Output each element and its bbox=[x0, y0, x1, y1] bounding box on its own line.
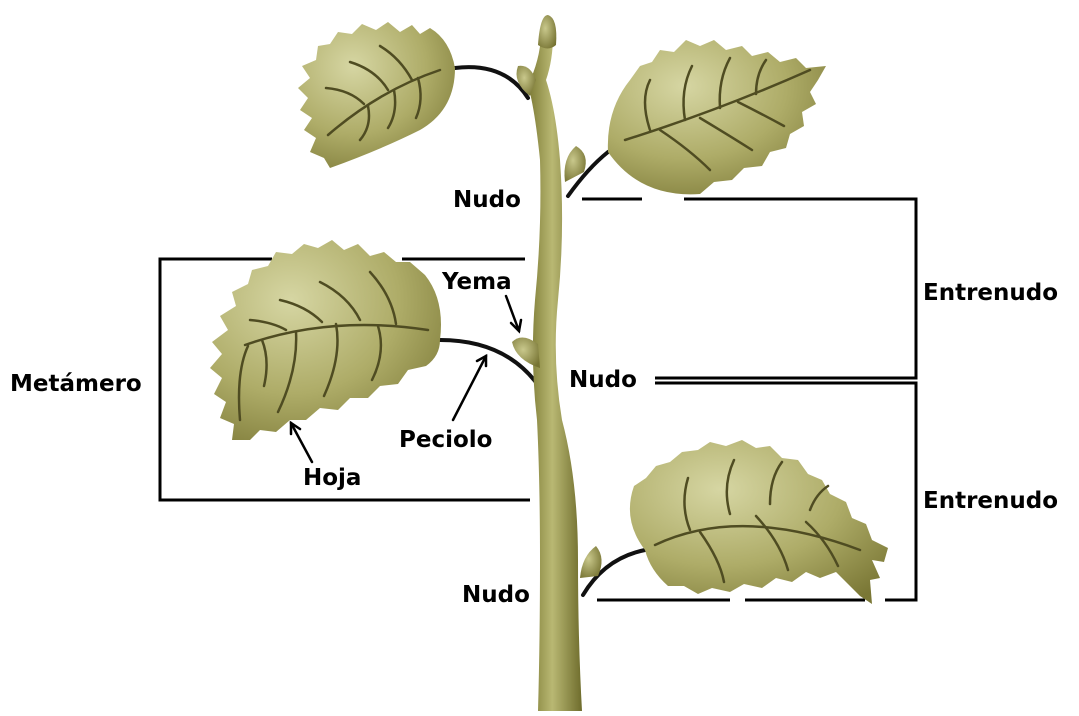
entrenudo-upper-bracket bbox=[582, 199, 916, 378]
label-entrenudo-lower: Entrenudo bbox=[923, 488, 1058, 514]
label-entrenudo-upper: Entrenudo bbox=[923, 280, 1058, 306]
label-nudo-top: Nudo bbox=[453, 187, 521, 213]
bud-lower-right bbox=[580, 546, 602, 578]
label-nudo-middle: Nudo bbox=[569, 367, 637, 393]
hoja-arrow bbox=[291, 423, 312, 462]
yema-arrow bbox=[506, 296, 521, 331]
label-yema: Yema bbox=[441, 269, 512, 295]
label-nudo-bottom: Nudo bbox=[462, 582, 530, 608]
leaf-middle-left bbox=[210, 240, 441, 440]
peciolo-arrow bbox=[453, 356, 486, 420]
label-metamero: Metámero bbox=[10, 371, 142, 397]
leaf-upper-left bbox=[298, 22, 455, 168]
label-peciolo: Peciolo bbox=[399, 427, 492, 453]
leaf-upper-right bbox=[608, 40, 826, 194]
label-hoja: Hoja bbox=[303, 465, 361, 491]
leaf-lower-right bbox=[630, 440, 888, 604]
apical-bud bbox=[538, 15, 556, 49]
